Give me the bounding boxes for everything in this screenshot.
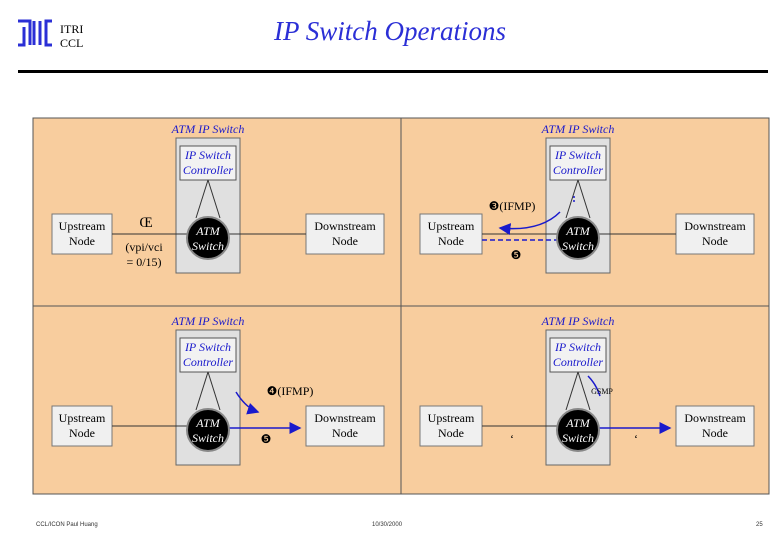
controller-label-4a: IP Switch: [554, 340, 602, 354]
ifmp-label-2: ❸(IFMP): [488, 199, 536, 213]
upstream-node-1a: Upstream: [58, 219, 106, 233]
atm-label-1: ATM: [196, 224, 220, 238]
downstream-node-box-3: [305, 405, 385, 447]
vpi-vci-line-1: (vpi/vci: [125, 240, 163, 254]
step-symbol-1: Œ: [139, 215, 153, 231]
controller-box-3: [179, 337, 237, 373]
downstream-node-2b: Node: [702, 234, 728, 248]
atm-ip-switch-label-3: ATM IP Switch: [171, 314, 245, 328]
atm-label-2: ATM: [566, 224, 590, 238]
controller-label-2b: Controller: [552, 163, 604, 177]
controller-label-3b: Controller: [182, 355, 234, 369]
downstream-node-3b: Node: [332, 426, 358, 440]
atm-switch-2: [556, 216, 600, 260]
controller-box-2: [549, 145, 607, 181]
upstream-node-1b: Node: [69, 234, 95, 248]
controller-label-3a: IP Switch: [184, 340, 232, 354]
switch-label-1: Switch: [192, 239, 224, 253]
step-label-2: ❺: [510, 248, 522, 262]
downstream-node-1b: Node: [332, 234, 358, 248]
switch-label-4: Switch: [562, 431, 594, 445]
vpi-vci-line-2: = 0/15): [126, 255, 162, 269]
footer-page-number: 25: [756, 522, 763, 528]
mark-right-4: ‘: [634, 432, 638, 446]
footer-author: CCL/ICON Paul Huang: [36, 522, 98, 528]
slide-title: IP Switch Operations: [274, 16, 506, 46]
upstream-node-box-1: [51, 213, 113, 255]
upstream-node-2a: Upstream: [427, 219, 475, 233]
step-label-3: ❺: [260, 432, 272, 446]
downstream-node-1a: Downstream: [314, 219, 376, 233]
atm-label-3: ATM: [196, 416, 220, 430]
upstream-node-2b: Node: [438, 234, 464, 248]
header-rule: [18, 70, 768, 73]
downstream-node-2a: Downstream: [684, 219, 746, 233]
org-line-1: ITRI: [60, 22, 84, 36]
controller-label-4b: Controller: [552, 355, 604, 369]
upstream-node-box-3: [51, 405, 113, 447]
switch-label-3: Switch: [192, 431, 224, 445]
downstream-node-3a: Downstream: [314, 411, 376, 425]
footer-date: 10/30/2000: [372, 522, 403, 528]
upstream-node-3a: Upstream: [58, 411, 106, 425]
downstream-node-box-4: [675, 405, 755, 447]
controller-box-4: [549, 337, 607, 373]
atm-label-4: ATM: [566, 416, 590, 430]
downstream-node-box-2: [675, 213, 755, 255]
controller-label-1a: IP Switch: [184, 148, 232, 162]
atm-ip-switch-label-4: ATM IP Switch: [541, 314, 615, 328]
upstream-node-box-2: [419, 213, 483, 255]
atm-ip-switch-label-2: ATM IP Switch: [541, 122, 615, 136]
downstream-node-4b: Node: [702, 426, 728, 440]
switch-label-2: Switch: [562, 239, 594, 253]
atm-switch-1: [186, 216, 230, 260]
downstream-node-4a: Downstream: [684, 411, 746, 425]
atm-ip-switch-label-1: ATM IP Switch: [171, 122, 245, 136]
mark-left-4: ‘: [510, 432, 514, 446]
upstream-node-box-4: [419, 405, 483, 447]
controller-label-2a: IP Switch: [554, 148, 602, 162]
ifmp-label-3: ❹(IFMP): [266, 384, 314, 398]
controller-label-1b: Controller: [182, 163, 234, 177]
upstream-node-3b: Node: [69, 426, 95, 440]
gsmp-label: GSMP: [591, 387, 613, 396]
upstream-node-4b: Node: [438, 426, 464, 440]
org-line-2: CCL: [60, 36, 84, 50]
atm-switch-3: [186, 408, 230, 452]
itri-logo: [18, 19, 52, 47]
upstream-node-4a: Upstream: [427, 411, 475, 425]
downstream-node-box-1: [305, 213, 385, 255]
atm-switch-4: [556, 408, 600, 452]
